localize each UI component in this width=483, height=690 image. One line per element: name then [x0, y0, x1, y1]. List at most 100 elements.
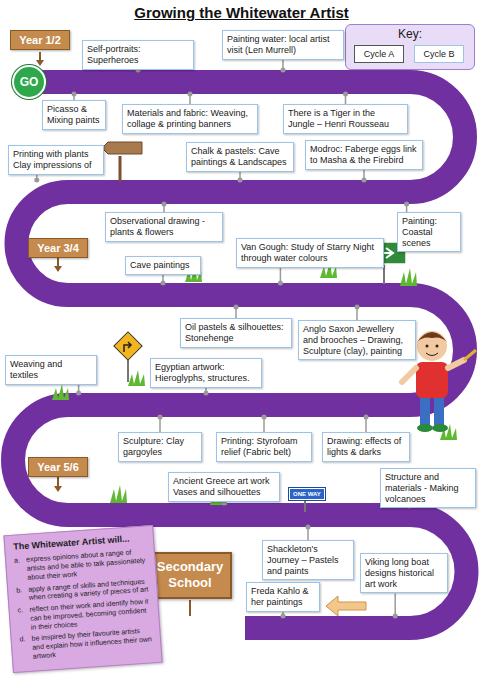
node-text: Materials and fabric: Weaving, collage &…: [127, 108, 253, 130]
topic-box: Weaving and textiles: [5, 355, 97, 385]
topic-box: There is a Tiger in the Jungle – Henri R…: [283, 104, 408, 134]
item-text: express opinions about a range of artist…: [26, 548, 148, 583]
node-text: Painting water: local artist visit (Len …: [227, 34, 339, 56]
topic-box: Printing: Styrofoam relief (Fabric belt): [216, 432, 312, 462]
node-text: Cave paintings: [130, 260, 196, 271]
leader-dot: [204, 391, 209, 396]
leader-line: [394, 593, 396, 616]
leader-dot: [188, 92, 193, 97]
item-text: be inspired by their favourite artists a…: [31, 627, 153, 662]
topic-box: Ancient Greece art work Vases and silhou…: [168, 472, 280, 502]
topic-box: Freda Kahlo & her paintings: [246, 582, 320, 612]
leader-dot: [393, 614, 398, 619]
node-text: Year 5/6: [31, 461, 85, 473]
item-text: reflect on their work and identify how i…: [29, 597, 151, 632]
leader-dot: [362, 178, 367, 183]
leader-dot: [162, 202, 167, 207]
node-text: Egyptian artwork: Hieroglyphs, structure…: [155, 362, 257, 384]
secondary-sign: Secondary School: [148, 552, 232, 599]
node-text: Year 3/4: [31, 242, 85, 254]
wooden-arrow-sign: [102, 142, 142, 182]
item-letter: b.: [16, 585, 29, 603]
leader-dot: [34, 178, 39, 183]
leader-dot: [404, 202, 409, 207]
node-text: Cycle B: [417, 49, 461, 59]
grass-tufts: [20, 26, 465, 505]
node-text: Picasso & Mixing paints: [47, 104, 101, 126]
topic-box: Observational drawing - plants & flowers: [105, 212, 223, 242]
item-letter: d.: [19, 635, 33, 662]
node-text: Printing with plants Clay impressions of: [13, 149, 99, 171]
key-box: Key: Cycle A Cycle B: [345, 24, 475, 70]
node-text: Anglo Saxon Jewellery and brooches – Dra…: [303, 324, 411, 356]
node-text: Van Gough: Study of Starry Night through…: [241, 242, 379, 264]
one-way-sign: ONE WAY: [289, 488, 325, 500]
leader-dot: [72, 92, 77, 97]
node-text: Ancient Greece art work Vases and silhou…: [173, 476, 275, 498]
topic-box: Drawing: effects of lights & darks: [322, 432, 410, 462]
year-sign: Year 5/6: [28, 457, 88, 477]
goals-note: The Whitewater Artist will...a.express o…: [3, 525, 162, 673]
topic-box: Painting: Coastal scenes: [397, 212, 461, 252]
leader-dot: [76, 391, 81, 396]
topic-box: Painting water: local artist visit (Len …: [222, 30, 344, 60]
node-text: GO: [20, 75, 39, 89]
topic-box: Viking long boat designs historical art …: [360, 553, 448, 593]
topic-box: Van Gough: Study of Starry Night through…: [236, 238, 384, 268]
leader-dot: [355, 305, 360, 310]
leader-dot: [234, 305, 239, 310]
node-text: Secondary School: [153, 559, 227, 592]
node-text: Printing: Styrofoam relief (Fabric belt): [221, 436, 307, 458]
leader-dot: [364, 415, 369, 420]
topic-box: Cave paintings: [125, 256, 201, 275]
node-text: Chalk & pastels: Cave paintings & Landsc…: [191, 146, 289, 168]
topic-box: Structure and materials - Making volcano…: [380, 468, 476, 508]
leader-dot: [306, 525, 311, 530]
node-text: Observational drawing - plants & flowers: [110, 216, 218, 238]
year-sign: Year 1/2: [10, 30, 70, 50]
node-text: Modroc: Faberge eggs link to Masha & the…: [310, 144, 418, 166]
node-text: Year 1/2: [13, 34, 67, 46]
leader-dot: [281, 614, 286, 619]
topic-box: Shackleton's Journey – Pastels and paint…: [262, 540, 354, 580]
item-letter: a.: [14, 556, 28, 583]
node-text: Weaving and textiles: [10, 359, 92, 381]
legend-box: Cycle B: [414, 45, 464, 63]
leader-dot: [343, 92, 348, 97]
turn-sign: [114, 332, 142, 382]
one-way-post: [304, 500, 306, 512]
start-circle: GO: [12, 65, 46, 99]
leader-dot: [238, 178, 243, 183]
node-text: Oil pastels & silhouettes: Stonehenge: [185, 322, 287, 344]
topic-box: Materials and fabric: Weaving, collage &…: [122, 104, 258, 134]
leader-dot: [158, 415, 163, 420]
node-text: Painting: Coastal scenes: [402, 216, 456, 248]
node-text: Structure and materials - Making volcano…: [385, 472, 471, 504]
topic-box: Self-portraits: Superheroes: [82, 40, 194, 70]
legend-box: Cycle A: [354, 45, 404, 63]
page-title: Growing the Whitewater Artist: [0, 4, 483, 21]
node-text: Self-portraits: Superheroes: [87, 44, 189, 66]
leader-dot: [281, 68, 286, 73]
node-text: Shackleton's Journey – Pastels and paint…: [267, 544, 349, 576]
year-sign: Year 3/4: [28, 238, 88, 258]
topic-box: Printing with plants Clay impressions of: [8, 145, 104, 175]
node-text: Cycle A: [357, 49, 401, 59]
topic-box: Modroc: Faberge eggs link to Masha & the…: [305, 140, 423, 170]
node-text: Drawing: effects of lights & darks: [327, 436, 405, 458]
leader-dot: [262, 415, 267, 420]
node-text: Freda Kahlo & her paintings: [251, 586, 315, 608]
topic-box: Chalk & pastels: Cave paintings & Landsc…: [186, 142, 294, 172]
key-heading: Key:: [348, 27, 472, 41]
note-item: d.be inspired by their favourite artists…: [19, 627, 153, 662]
topic-box: Anglo Saxon Jewellery and brooches – Dra…: [298, 320, 416, 360]
node-text: Viking long boat designs historical art …: [365, 557, 443, 589]
topic-box: Oil pastels & silhouettes: Stonehenge: [180, 318, 292, 348]
topic-box: Egyptian artwork: Hieroglyphs, structure…: [150, 358, 262, 388]
node-text: There is a Tiger in the Jungle – Henri R…: [288, 108, 403, 130]
item-letter: c.: [17, 606, 31, 633]
node-text: Sculpture: Clay gargoyles: [123, 436, 197, 458]
leader-dot: [278, 281, 283, 286]
leader-dot: [161, 281, 166, 286]
